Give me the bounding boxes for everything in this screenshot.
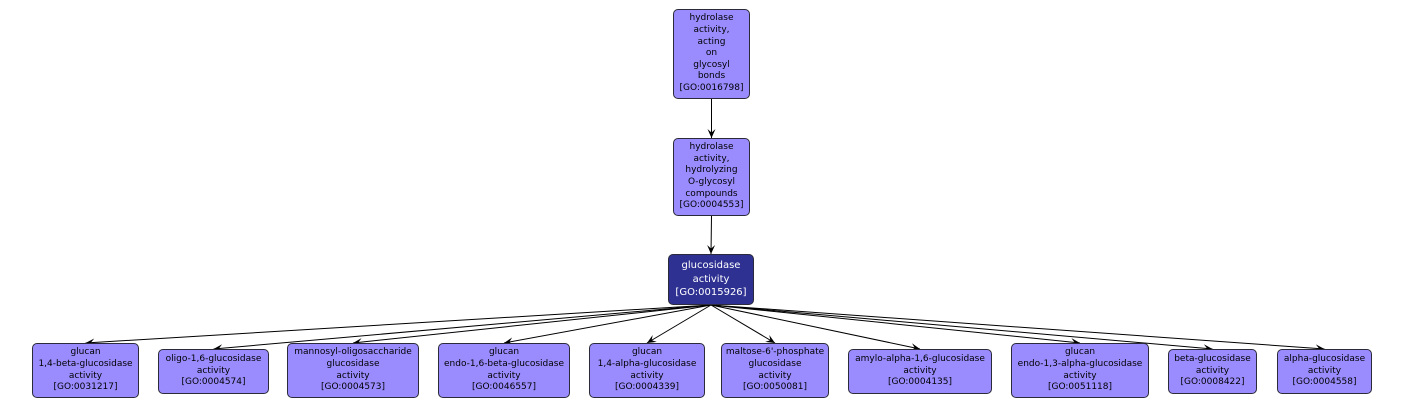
go-term-label-line: 1,4-alpha-glucosidase	[597, 358, 697, 369]
edge-line	[710, 304, 1325, 350]
go-term-label-line: 1,4-beta-glucosidase	[38, 358, 133, 369]
go-term-id: [GO:0051118]	[1047, 382, 1113, 393]
go-term-id: [GO:0004553]	[679, 200, 744, 211]
go-term-label-line: activity	[630, 370, 664, 381]
edge-line	[710, 304, 1213, 350]
go-term-label-line: glucan	[631, 347, 663, 358]
go-term-label-line: activity	[1307, 365, 1342, 376]
go-term-label-line: hydrolase	[689, 13, 734, 24]
go-term-label-line: glucan	[488, 347, 520, 358]
go-term-label-line: bonds	[697, 71, 726, 82]
edge-line	[503, 304, 712, 344]
go-term-label-line: activity	[336, 370, 370, 381]
go-term-label-line: activity	[758, 370, 792, 381]
arrowhead-icon	[765, 334, 775, 343]
go-term-label-line: O-glycosyl	[687, 177, 736, 187]
go-term-id: [GO:0008422]	[1180, 377, 1245, 388]
arrowhead-icon	[707, 244, 716, 254]
go-term-label-line: activity,	[693, 153, 730, 164]
edge-line	[710, 304, 776, 344]
go-term-label-line: activity,	[693, 25, 730, 36]
go-term-label-line: glucosidase	[326, 358, 380, 369]
go-term-id: [GO:0004339]	[614, 382, 680, 393]
go-term-id: [GO:0004558]	[1292, 377, 1357, 388]
go-term-label-line: amylo-alpha-1,6-glucosidase	[855, 354, 985, 365]
go-term-id: [GO:0050081]	[742, 382, 808, 393]
go-term-label-line: activity	[196, 365, 231, 376]
go-term-label-line: glucosidase	[681, 260, 741, 272]
edge-line	[352, 304, 712, 344]
go-term-label-line: glucan	[1064, 347, 1096, 358]
go-term-label-line: activity	[68, 370, 103, 381]
arrowhead-icon	[647, 334, 657, 343]
go-term-id: [GO:0004573]	[320, 382, 386, 393]
edge-line	[710, 304, 921, 350]
arrowhead-icon	[707, 129, 716, 138]
go-term-label-line: activity	[487, 370, 521, 381]
go-term-id: [GO:0004135]	[887, 377, 953, 388]
go-term-label-line: activity	[903, 365, 937, 376]
go-term-label-line: activity	[692, 273, 730, 285]
edge-line	[710, 304, 1081, 344]
go-term-label-line: hydrolyzing	[685, 165, 738, 176]
go-term-label-line: compounds	[685, 188, 738, 199]
go-term-id: [GO:0004574]	[181, 377, 246, 388]
go-term-label-line: activity	[1063, 370, 1097, 381]
edge-line	[710, 215, 712, 255]
go-term-label-line: glucan	[70, 347, 101, 358]
go-term-label-line: beta-glucosidase	[1174, 354, 1251, 365]
go-term-label-line: maltose-6'-phosphate	[725, 347, 825, 358]
go-term-label-line: glucosidase	[748, 358, 802, 369]
go-term-label-line: oligo-1,6-glucosidase	[165, 354, 262, 365]
go-term-label-line: glycosyl	[693, 59, 730, 70]
go-term-label-line: acting	[697, 36, 726, 47]
go-term-label-line: mannosyl-oligosaccharide	[294, 347, 412, 358]
go-term-label-line: alpha-glucosidase	[1283, 354, 1366, 365]
go-term-label-line: activity	[1195, 365, 1230, 376]
go-term-label-line: endo-1,6-beta-glucosidase	[444, 358, 564, 369]
go-term-id: [GO:0015926]	[675, 287, 747, 299]
go-term-id: [GO:0046557]	[471, 382, 537, 393]
go-term-label-line: endo-1,3-alpha-glucosidase	[1017, 358, 1143, 369]
edge-line	[85, 304, 712, 344]
go-term-label-line: hydrolase	[689, 142, 734, 153]
edge-line	[213, 304, 712, 350]
edge-line	[646, 304, 712, 344]
go-term-id: [GO:0016798]	[679, 82, 744, 93]
go-term-label-line: on	[705, 48, 718, 59]
go-term-id: [GO:0031217]	[53, 382, 118, 393]
